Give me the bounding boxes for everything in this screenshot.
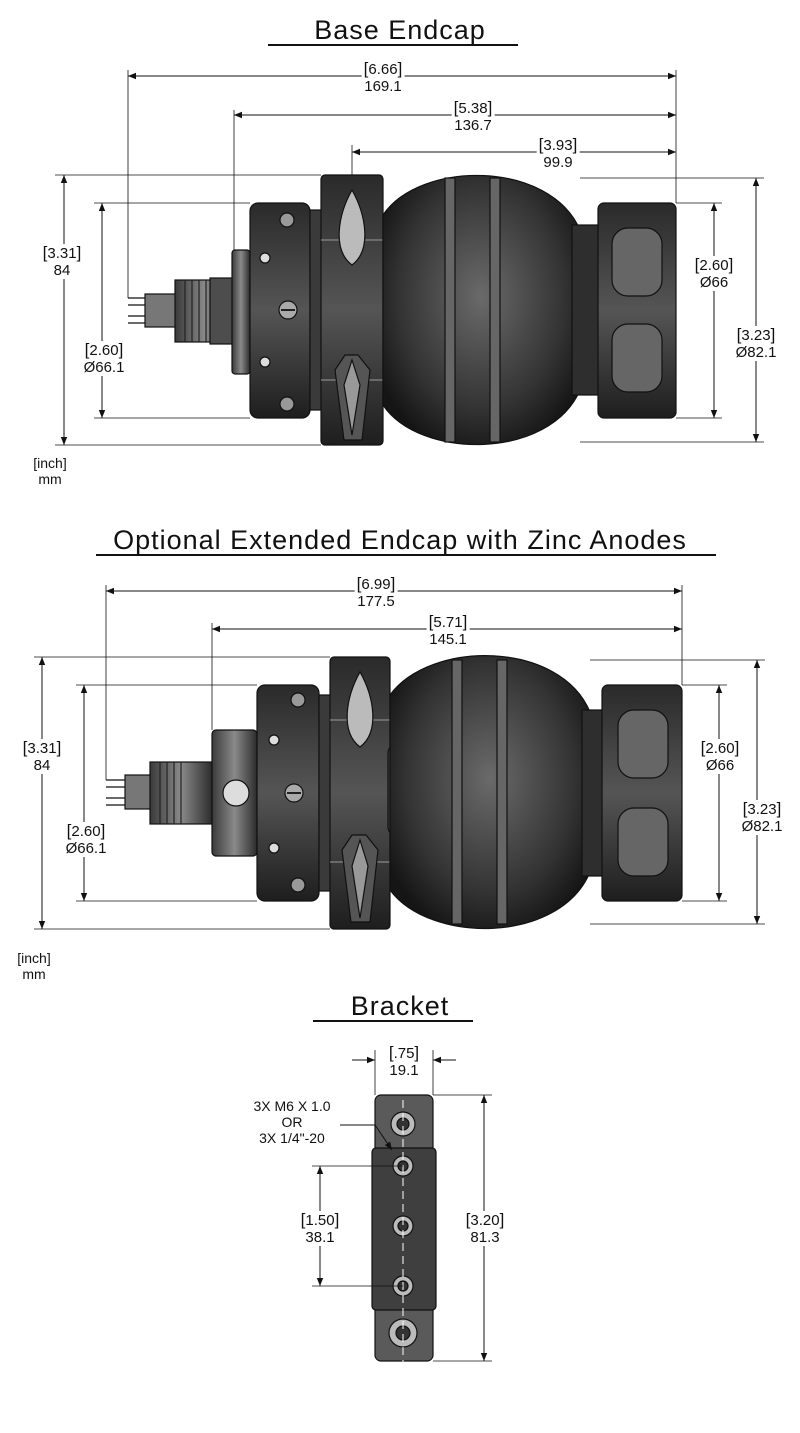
ball-housing — [382, 174, 581, 446]
dim-base-dia-left: [2.60]Ø66.1 — [81, 340, 127, 376]
dim-bracket-width: [.75]19.1 — [386, 1043, 422, 1079]
units-legend: [inch]mm — [33, 455, 67, 487]
dim-ext-dia-outer: [3.23]Ø82.1 — [739, 799, 785, 835]
dim-bracket-spacing: [1.50]38.1 — [298, 1210, 342, 1246]
units-legend: [inch]mm — [17, 950, 51, 982]
dim-base-height-left: [3.31]84 — [40, 243, 84, 279]
ball-housing — [389, 655, 591, 930]
title-underline — [96, 554, 716, 556]
extended-dimension-lines — [34, 585, 765, 930]
extended-endcap-drawing — [106, 655, 683, 930]
dim-ext-overall: [6.99]177.5 — [354, 574, 398, 610]
dim-base-to-clamp: [3.93]99.9 — [536, 135, 580, 171]
dim-bracket-length: [3.20]81.3 — [463, 1210, 507, 1246]
title-base-endcap: Base Endcap — [314, 15, 486, 45]
connector-pins — [106, 774, 154, 810]
dim-base-dia-right: [2.60]Ø66 — [692, 255, 736, 291]
dim-base-to-flange: [5.38]136.7 — [451, 98, 495, 134]
flange-washer — [231, 249, 251, 375]
title-underline — [313, 1020, 473, 1022]
dim-ext-dia-left: [2.60]Ø66.1 — [63, 821, 109, 857]
title-bracket: Bracket — [350, 991, 450, 1021]
bracket-drawing — [340, 1094, 437, 1370]
base-endcap-drawing — [128, 174, 677, 446]
dim-base-overall: [6.66]169.1 — [361, 59, 405, 95]
dim-ext-to-flange: [5.71]145.1 — [426, 612, 470, 648]
title-underline — [268, 44, 518, 46]
dim-ext-height-left: [3.31]84 — [20, 738, 64, 774]
connector-pins — [128, 293, 181, 328]
dim-ext-dia-right: [2.60]Ø66 — [698, 738, 742, 774]
title-extended-endcap: Optional Extended Endcap with Zinc Anode… — [113, 525, 687, 555]
dim-base-dia-outer: [3.23]Ø82.1 — [733, 325, 779, 361]
